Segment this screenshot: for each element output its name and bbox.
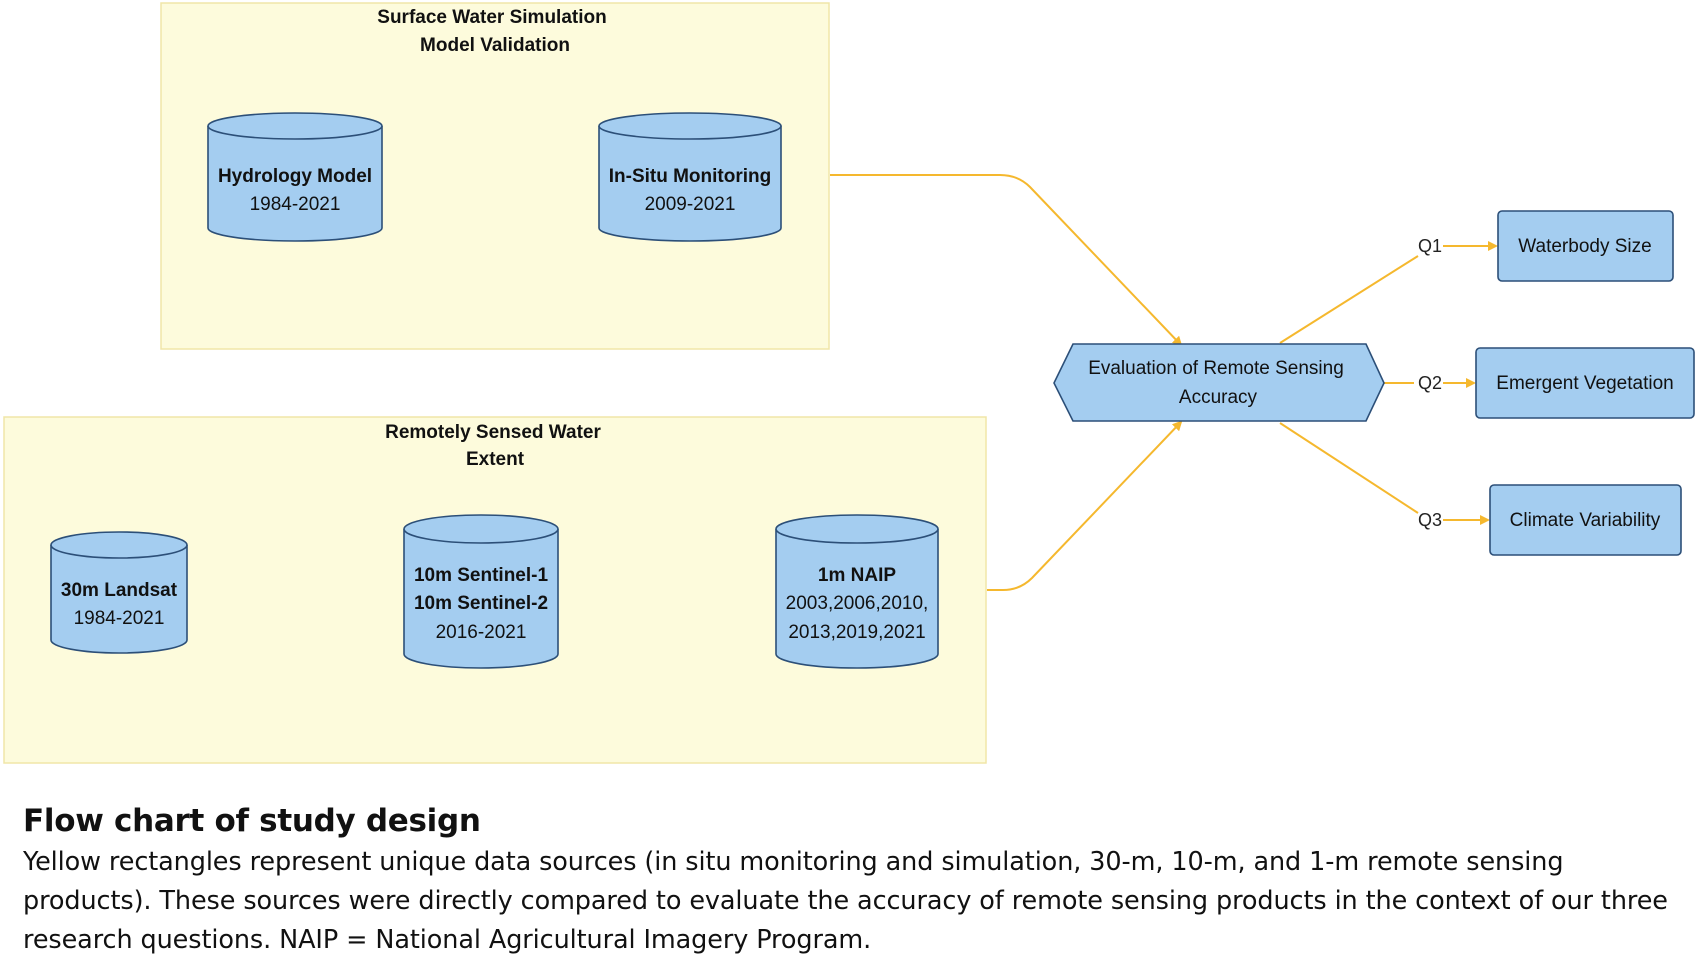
caption-heading: Flow chart of study design: [23, 803, 481, 839]
naip-years-line2: 2013,2019,2021: [788, 622, 925, 643]
hydrology-model-years: 1984-2021: [250, 194, 341, 215]
in-situ-monitoring-title: In-Situ Monitoring: [609, 166, 772, 187]
figure-caption: Flow chart of study design Yellow rectan…: [23, 803, 1683, 960]
waterbody-size-label: Waterbody Size: [1518, 236, 1651, 257]
remote-group-title-line1: Remotely Sensed Water: [385, 422, 601, 443]
connector-surface-to-evaluation: [830, 174, 1183, 347]
hydrology-model-title: Hydrology Model: [218, 166, 372, 187]
connector-eval-to-q1: [1279, 255, 1419, 344]
sentinel-1-title: 10m Sentinel-1: [414, 565, 549, 586]
evaluation-node: [1053, 343, 1385, 422]
hydrology-model-cylinder: [207, 112, 383, 242]
connector-eval-to-q3: [1279, 422, 1419, 514]
landsat-cylinder: [50, 531, 188, 654]
sentinel-2-title: 10m Sentinel-2: [414, 593, 548, 614]
evaluation-line1: Evaluation of Remote Sensing: [1088, 358, 1344, 379]
landsat-title: 30m Landsat: [61, 580, 178, 601]
connector-remote-to-evaluation: [987, 420, 1183, 591]
surface-group-title-line1: Surface Water Simulation: [377, 7, 606, 28]
flow-diagram: Surface Water Simulation Model Validatio…: [3, 2, 1695, 764]
q2-label: Q2: [1418, 373, 1442, 393]
q1-label: Q1: [1418, 236, 1442, 256]
in-situ-monitoring-cylinder: [598, 112, 782, 242]
caption-body: Yellow rectangles represent unique data …: [23, 847, 1668, 955]
emergent-vegetation-node: [1475, 347, 1695, 419]
naip-years-line1: 2003,2006,2010,: [786, 593, 929, 614]
climate-variability-node: [1489, 484, 1682, 556]
landsat-years: 1984-2021: [74, 608, 165, 629]
q3-label: Q3: [1418, 510, 1442, 530]
sentinel-cylinder: [403, 514, 559, 669]
in-situ-monitoring-years: 2009-2021: [645, 194, 736, 215]
sentinel-years: 2016-2021: [436, 622, 527, 643]
emergent-vegetation-label: Emergent Vegetation: [1496, 373, 1673, 394]
waterbody-size-node: [1497, 210, 1674, 282]
naip-title: 1m NAIP: [818, 565, 896, 586]
remote-group-title-line2: Extent: [466, 449, 525, 470]
evaluation-line2: Accuracy: [1179, 387, 1258, 408]
surface-group-title-line2: Model Validation: [420, 35, 570, 56]
naip-cylinder: [775, 514, 939, 669]
climate-variability-label: Climate Variability: [1510, 510, 1661, 531]
